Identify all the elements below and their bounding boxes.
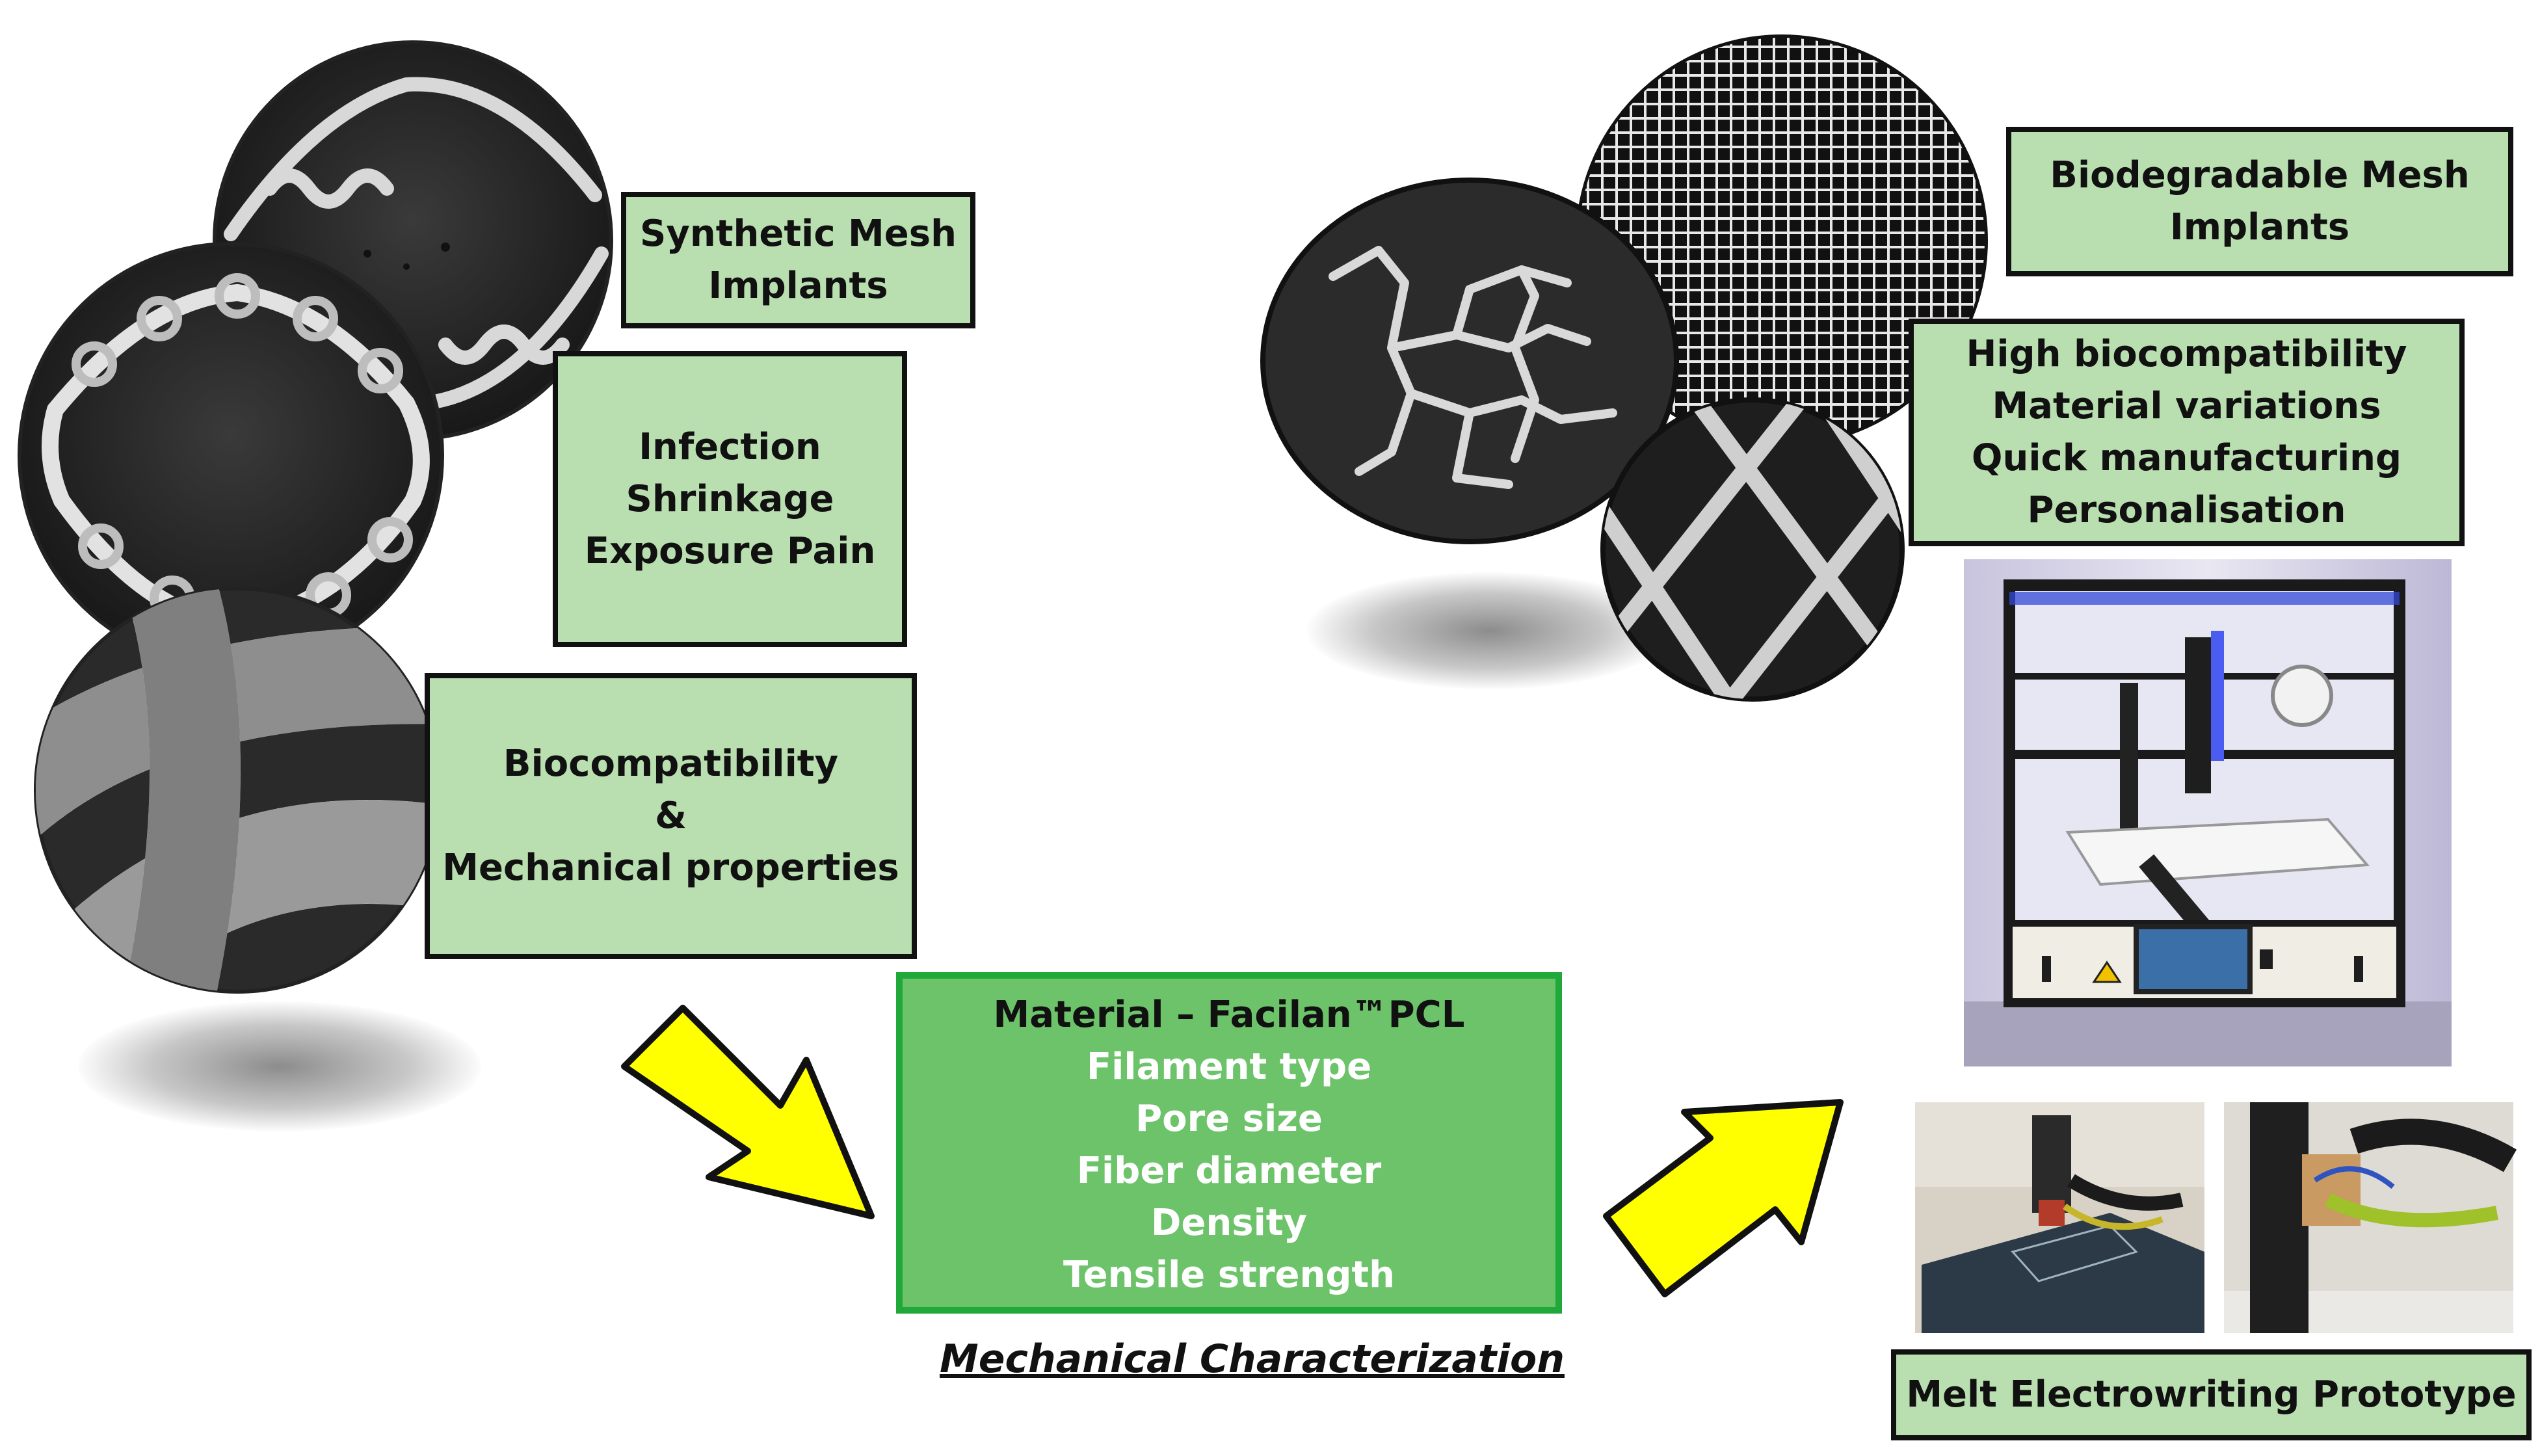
arrow-center-to-right — [1603, 1099, 1844, 1297]
advantage-high-biocompatibility: High biocompatibility — [1966, 333, 2407, 375]
nozzle-close-up-photo-1 — [1915, 1102, 2204, 1333]
sem-braided-fiber-image — [34, 587, 441, 994]
parameter-tensile-strength: Tensile strength — [1063, 1254, 1396, 1296]
mechanical-characterization-caption: Mechanical Characterization — [940, 1336, 1565, 1382]
requirement-mechanical-properties: Mechanical properties — [442, 847, 899, 889]
requirement-biocompatibility: Biocompatibility — [503, 743, 839, 785]
biodegradable-line-2: Implants — [2169, 206, 2350, 248]
arrow-left-to-center — [621, 1005, 875, 1219]
complication-shrinkage: Shrinkage — [626, 477, 834, 520]
advantages-box: High biocompatibility Material variation… — [1909, 319, 2465, 546]
synthetic-mesh-line-1: Synthetic Mesh — [640, 213, 957, 255]
material-heading: Material – Facilan™PCL — [993, 994, 1465, 1036]
mew-printer-photo — [1964, 559, 2452, 1066]
sem-knitted-mesh-image-middle — [18, 242, 444, 668]
advantage-quick-manufacturing: Quick manufacturing — [1971, 437, 2402, 479]
requirement-ampersand: & — [655, 795, 687, 837]
advantage-material-variations: Material variations — [1992, 385, 2381, 427]
requirements-box: Biocompatibility & Mechanical properties — [425, 673, 917, 959]
left-shadow — [78, 1001, 481, 1132]
biodegradable-mesh-implants-box: Biodegradable Mesh Implants — [2006, 127, 2513, 276]
diamond-mesh-image — [1600, 397, 1905, 702]
parameter-filament-type: Filament type — [1086, 1046, 1372, 1088]
prototype-label: Melt Electrowriting Prototype — [1906, 1373, 2517, 1416]
complication-infection: Infection — [639, 425, 821, 468]
parameter-fiber-diameter: Fiber diameter — [1076, 1150, 1382, 1192]
parameter-pore-size: Pore size — [1135, 1098, 1323, 1140]
nozzle-close-up-photo-2 — [2224, 1102, 2517, 1333]
complications-box: Infection Shrinkage Exposure Pain — [553, 351, 907, 647]
parameter-density: Density — [1150, 1202, 1308, 1244]
material-parameters-box: Material – Facilan™PCL Filament type Por… — [896, 972, 1562, 1314]
synthetic-mesh-line-2: Implants — [708, 265, 888, 307]
melt-electrowritten-fiber-image — [1260, 178, 1679, 544]
advantage-personalisation: Personalisation — [2027, 489, 2346, 531]
melt-electrowriting-prototype-box: Melt Electrowriting Prototype — [1891, 1349, 2532, 1440]
biodegradable-line-1: Biodegradable Mesh — [2050, 154, 2470, 196]
complication-exposure-pain: Exposure Pain — [584, 529, 876, 572]
synthetic-mesh-implants-box: Synthetic Mesh Implants — [621, 192, 975, 328]
